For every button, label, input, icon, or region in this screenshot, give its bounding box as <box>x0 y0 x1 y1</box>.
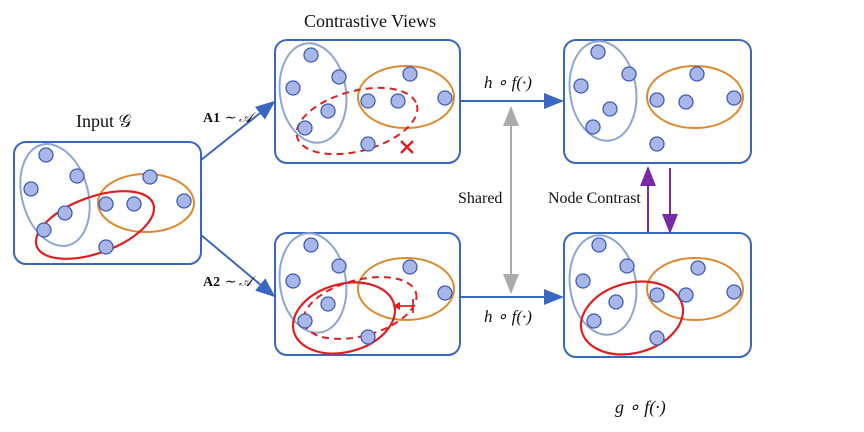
node <box>608 294 624 310</box>
node <box>437 285 453 301</box>
node <box>402 66 418 82</box>
removed-cross-icon <box>400 140 414 154</box>
node <box>69 168 85 184</box>
node <box>98 239 114 255</box>
node <box>331 69 347 85</box>
embedding-1-box <box>563 39 752 164</box>
blue-cluster <box>19 143 91 247</box>
augmentation-1-dist: ∼ 𝒜 <box>220 111 253 126</box>
node <box>390 93 406 109</box>
embedding-2 <box>563 232 752 358</box>
node <box>57 205 73 221</box>
node <box>437 90 453 106</box>
node <box>360 93 376 109</box>
shift-arrow-icon <box>393 299 414 313</box>
input-graph-label: Input 𝒢 <box>76 111 132 131</box>
red-cluster <box>291 281 397 355</box>
node <box>591 237 607 253</box>
augmentation-2-label: A2 ∼ 𝒜 <box>203 274 252 291</box>
node <box>649 330 665 346</box>
node <box>575 273 591 289</box>
node <box>573 78 589 94</box>
input-graph-box <box>13 141 202 265</box>
node <box>331 258 347 274</box>
view-2 <box>274 232 461 356</box>
node <box>590 44 606 60</box>
node <box>320 296 336 312</box>
view-1 <box>274 39 461 164</box>
blue-cluster <box>568 40 638 142</box>
augmentation-2-name: A2 <box>203 275 221 290</box>
node <box>621 66 637 82</box>
encoder-bottom-label: h ∘ f(·) <box>484 307 532 326</box>
node <box>402 259 418 275</box>
node <box>303 237 319 253</box>
input-graph <box>13 141 202 265</box>
orange-cluster <box>357 257 455 321</box>
node <box>126 196 142 212</box>
node <box>142 169 158 185</box>
red-dashed-cluster <box>302 276 418 340</box>
node <box>649 92 665 108</box>
augment-arrow-1 <box>200 100 276 161</box>
node <box>36 222 52 238</box>
node <box>98 196 114 212</box>
node <box>360 329 376 345</box>
node <box>602 101 618 117</box>
embedding-1 <box>563 39 752 164</box>
node <box>360 136 376 152</box>
augmentation-2-dist: ∼ 𝒜 <box>220 275 253 290</box>
contrastive-views-title: Contrastive Views <box>304 11 437 31</box>
node <box>320 103 336 119</box>
node <box>285 273 301 289</box>
blue-cluster <box>278 232 348 334</box>
node-contrast-label: Node Contrast <box>548 190 641 207</box>
node <box>690 260 706 276</box>
node <box>297 313 313 329</box>
augment-arrow-2 <box>200 234 276 298</box>
embedding-2-box <box>563 232 752 358</box>
node <box>649 136 665 152</box>
node <box>689 66 705 82</box>
red-cluster <box>579 280 685 356</box>
orange-cluster <box>646 65 744 129</box>
node <box>619 258 635 274</box>
red-dashed-cluster <box>295 86 419 156</box>
augmentation-1-label: A1 ∼ 𝒜 <box>203 110 252 127</box>
node <box>678 94 694 110</box>
node <box>649 287 665 303</box>
node <box>23 181 39 197</box>
node <box>38 147 54 163</box>
projector-label: g ∘ f(·) <box>615 397 666 417</box>
shared-label: Shared <box>458 190 503 207</box>
blue-cluster <box>278 42 348 144</box>
blue-cluster <box>568 234 638 336</box>
node <box>585 119 601 135</box>
encoder-top-label: h ∘ f(·) <box>484 73 532 92</box>
node <box>678 287 694 303</box>
node <box>297 120 313 136</box>
node <box>176 193 192 209</box>
node <box>285 80 301 96</box>
node <box>303 47 319 63</box>
orange-cluster <box>646 257 744 321</box>
node <box>726 284 742 300</box>
node <box>586 313 602 329</box>
node <box>726 90 742 106</box>
augmentation-1-name: A1 <box>203 111 221 126</box>
